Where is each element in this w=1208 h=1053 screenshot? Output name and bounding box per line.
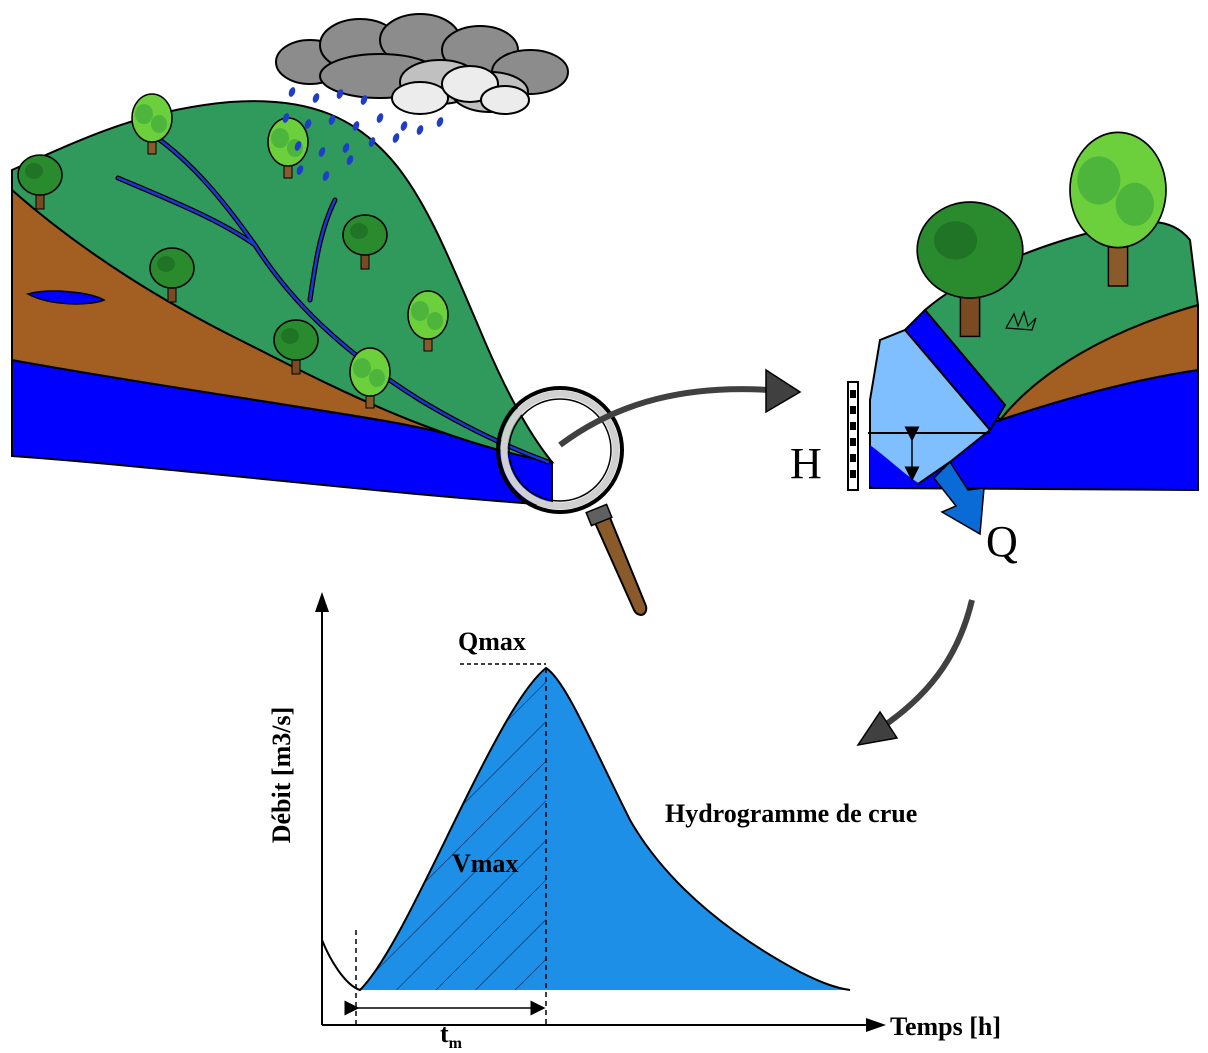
arrow-icon (558, 368, 802, 448)
label-qmax: Qmax (458, 627, 526, 656)
tree-icon (1069, 131, 1167, 287)
y-axis-arrow (315, 592, 329, 612)
label-vmax: Vmax (452, 849, 518, 878)
gauge-staff-icon (847, 381, 859, 491)
shrub-icon (1005, 310, 1037, 331)
label-q: Q (986, 517, 1018, 566)
label-tm: tm (440, 1019, 463, 1052)
x-axis-label: Temps [h] (890, 1012, 1001, 1041)
hydrograph-title: Hydrogramme de crue (665, 799, 917, 828)
tree-icon (916, 201, 1024, 338)
vmax-hatch (360, 668, 546, 990)
hydrograph (315, 592, 886, 1032)
label-tm-base: t (440, 1019, 449, 1048)
y-axis-label: Débit [m3/s] (267, 707, 296, 843)
x-axis-arrow (866, 1018, 886, 1032)
rain-icon (282, 87, 444, 181)
river-cross-section (847, 131, 1200, 536)
magnifier-icon (496, 386, 648, 616)
catchment-hillslope (11, 93, 555, 507)
stream-network-water (116, 138, 550, 464)
arrow-icon (856, 599, 975, 747)
label-h: H (790, 439, 822, 488)
cloud-icon (275, 13, 569, 115)
label-tm-sub: m (449, 1035, 463, 1052)
pond (26, 290, 106, 305)
